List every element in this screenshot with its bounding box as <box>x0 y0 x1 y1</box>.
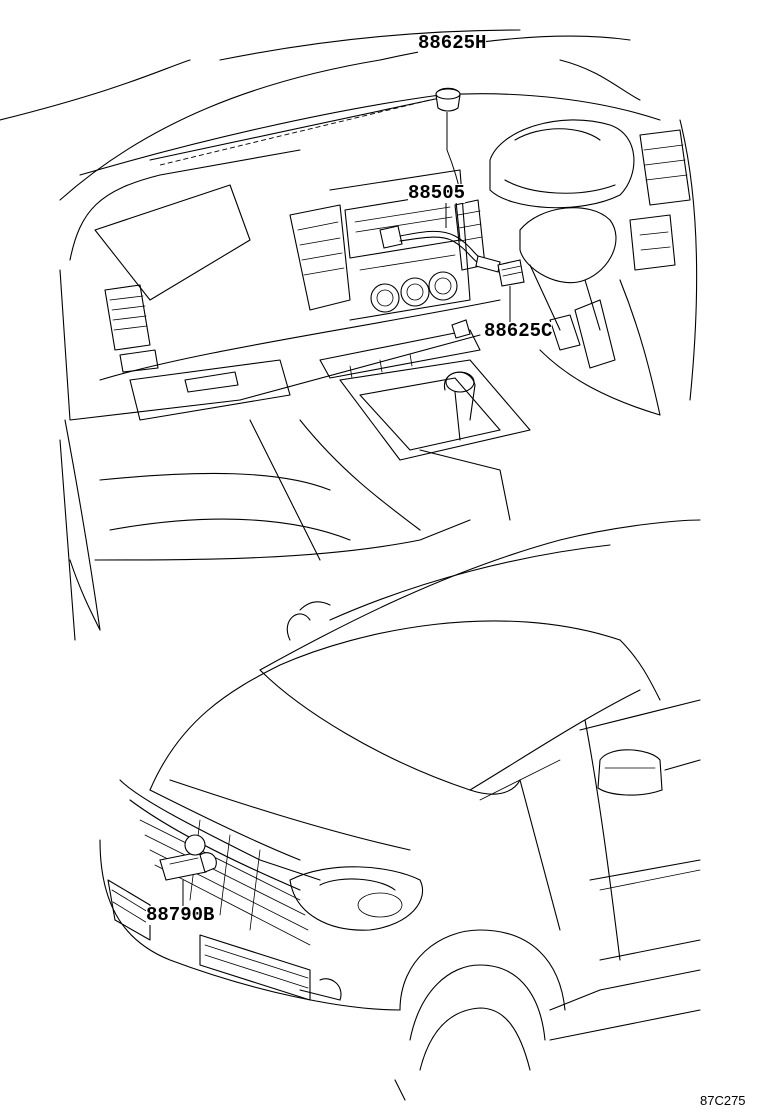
leader-lines-upper <box>445 112 511 322</box>
figure-code: 87C275 <box>700 1093 746 1108</box>
dashboard-illustration <box>0 29 698 641</box>
callout-88790B: 88790B <box>146 904 215 926</box>
callout-88625C: 88625C <box>484 320 553 342</box>
vehicle-illustration <box>99 519 701 1101</box>
callout-88625H: 88625H <box>418 32 487 54</box>
callout-88505: 88505 <box>408 182 466 204</box>
